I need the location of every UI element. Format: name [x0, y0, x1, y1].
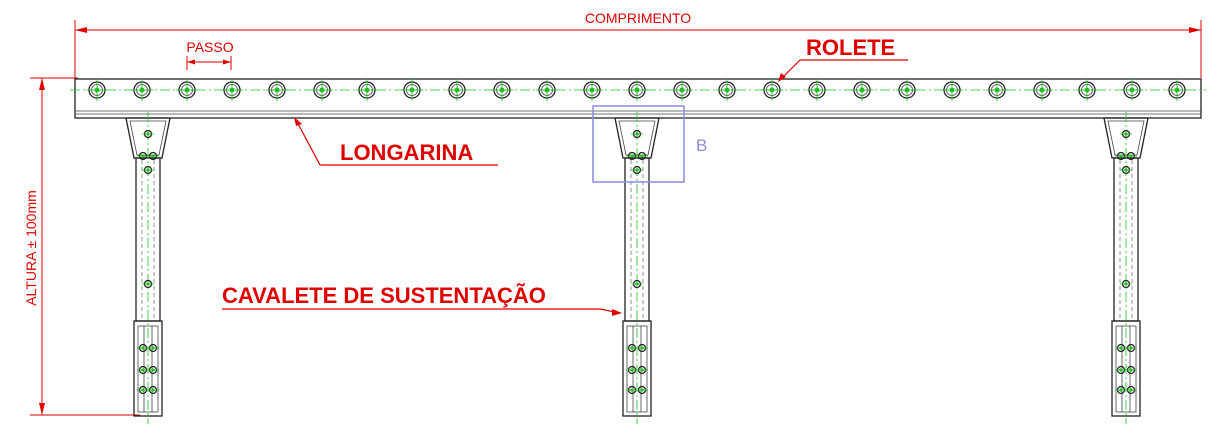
roller — [1121, 79, 1143, 101]
bolt — [1115, 365, 1127, 375]
roller — [446, 79, 468, 101]
detail-b-label: B — [696, 136, 707, 155]
bolt — [1125, 385, 1137, 395]
roller — [1166, 79, 1188, 101]
height-label: ALTURA ± 100mm — [23, 190, 39, 306]
bolt — [147, 151, 159, 161]
bolt — [137, 365, 149, 375]
roller — [401, 79, 423, 101]
roller — [761, 79, 783, 101]
roller — [356, 79, 378, 101]
roller — [941, 79, 963, 101]
bolt — [636, 343, 648, 353]
bolt — [147, 365, 159, 375]
detail-b: B — [592, 105, 707, 183]
bolt — [1125, 151, 1137, 161]
roller — [176, 79, 198, 101]
roller — [1031, 79, 1053, 101]
roller-callout: ROLETE — [778, 35, 908, 82]
roller — [311, 79, 333, 101]
bolt — [1120, 165, 1132, 175]
rollers-group — [86, 79, 1188, 101]
stand-label: CAVALETE DE SUSTENTAÇÃO — [222, 283, 546, 308]
length-dimension: COMPRIMENTO — [74, 10, 1202, 78]
roller — [626, 79, 648, 101]
bolt — [142, 279, 154, 289]
bolt — [1120, 279, 1132, 289]
bolt — [137, 343, 149, 353]
bolt — [636, 385, 648, 395]
rail-label: LONGARINA — [340, 140, 473, 165]
roller-label: ROLETE — [806, 35, 895, 60]
bolt — [1125, 365, 1137, 375]
bolt — [636, 365, 648, 375]
legs-group — [125, 112, 1149, 424]
roller — [221, 79, 243, 101]
roller — [266, 79, 288, 101]
roller — [671, 79, 693, 101]
length-label: COMPRIMENTO — [585, 10, 691, 26]
roller — [1076, 79, 1098, 101]
bolt — [631, 279, 643, 289]
pitch-dimension: PASSO — [186, 39, 234, 70]
pitch-label: PASSO — [186, 39, 233, 55]
roller — [86, 79, 108, 101]
roller — [716, 79, 738, 101]
roller — [851, 79, 873, 101]
bolt — [626, 385, 638, 395]
bolt — [1120, 129, 1132, 139]
support-leg — [1103, 112, 1149, 424]
roller — [896, 79, 918, 101]
stand-callout: CAVALETE DE SUSTENTAÇÃO — [222, 283, 622, 316]
bolt — [631, 165, 643, 175]
bolt — [147, 385, 159, 395]
bolt — [137, 151, 149, 161]
roller — [491, 79, 513, 101]
roller — [581, 79, 603, 101]
support-leg — [125, 112, 171, 424]
bolt — [1125, 343, 1137, 353]
support-leg — [614, 112, 660, 424]
roller — [806, 79, 828, 101]
roller — [131, 79, 153, 101]
bolt — [631, 129, 643, 139]
bolt — [142, 165, 154, 175]
roller — [986, 79, 1008, 101]
bolt — [147, 343, 159, 353]
height-dimension: ALTURA ± 100mm — [23, 77, 140, 416]
rail-callout: LONGARINA — [294, 117, 498, 166]
roller — [536, 79, 558, 101]
bolt — [142, 129, 154, 139]
bolt — [636, 151, 648, 161]
bolt — [626, 365, 638, 375]
